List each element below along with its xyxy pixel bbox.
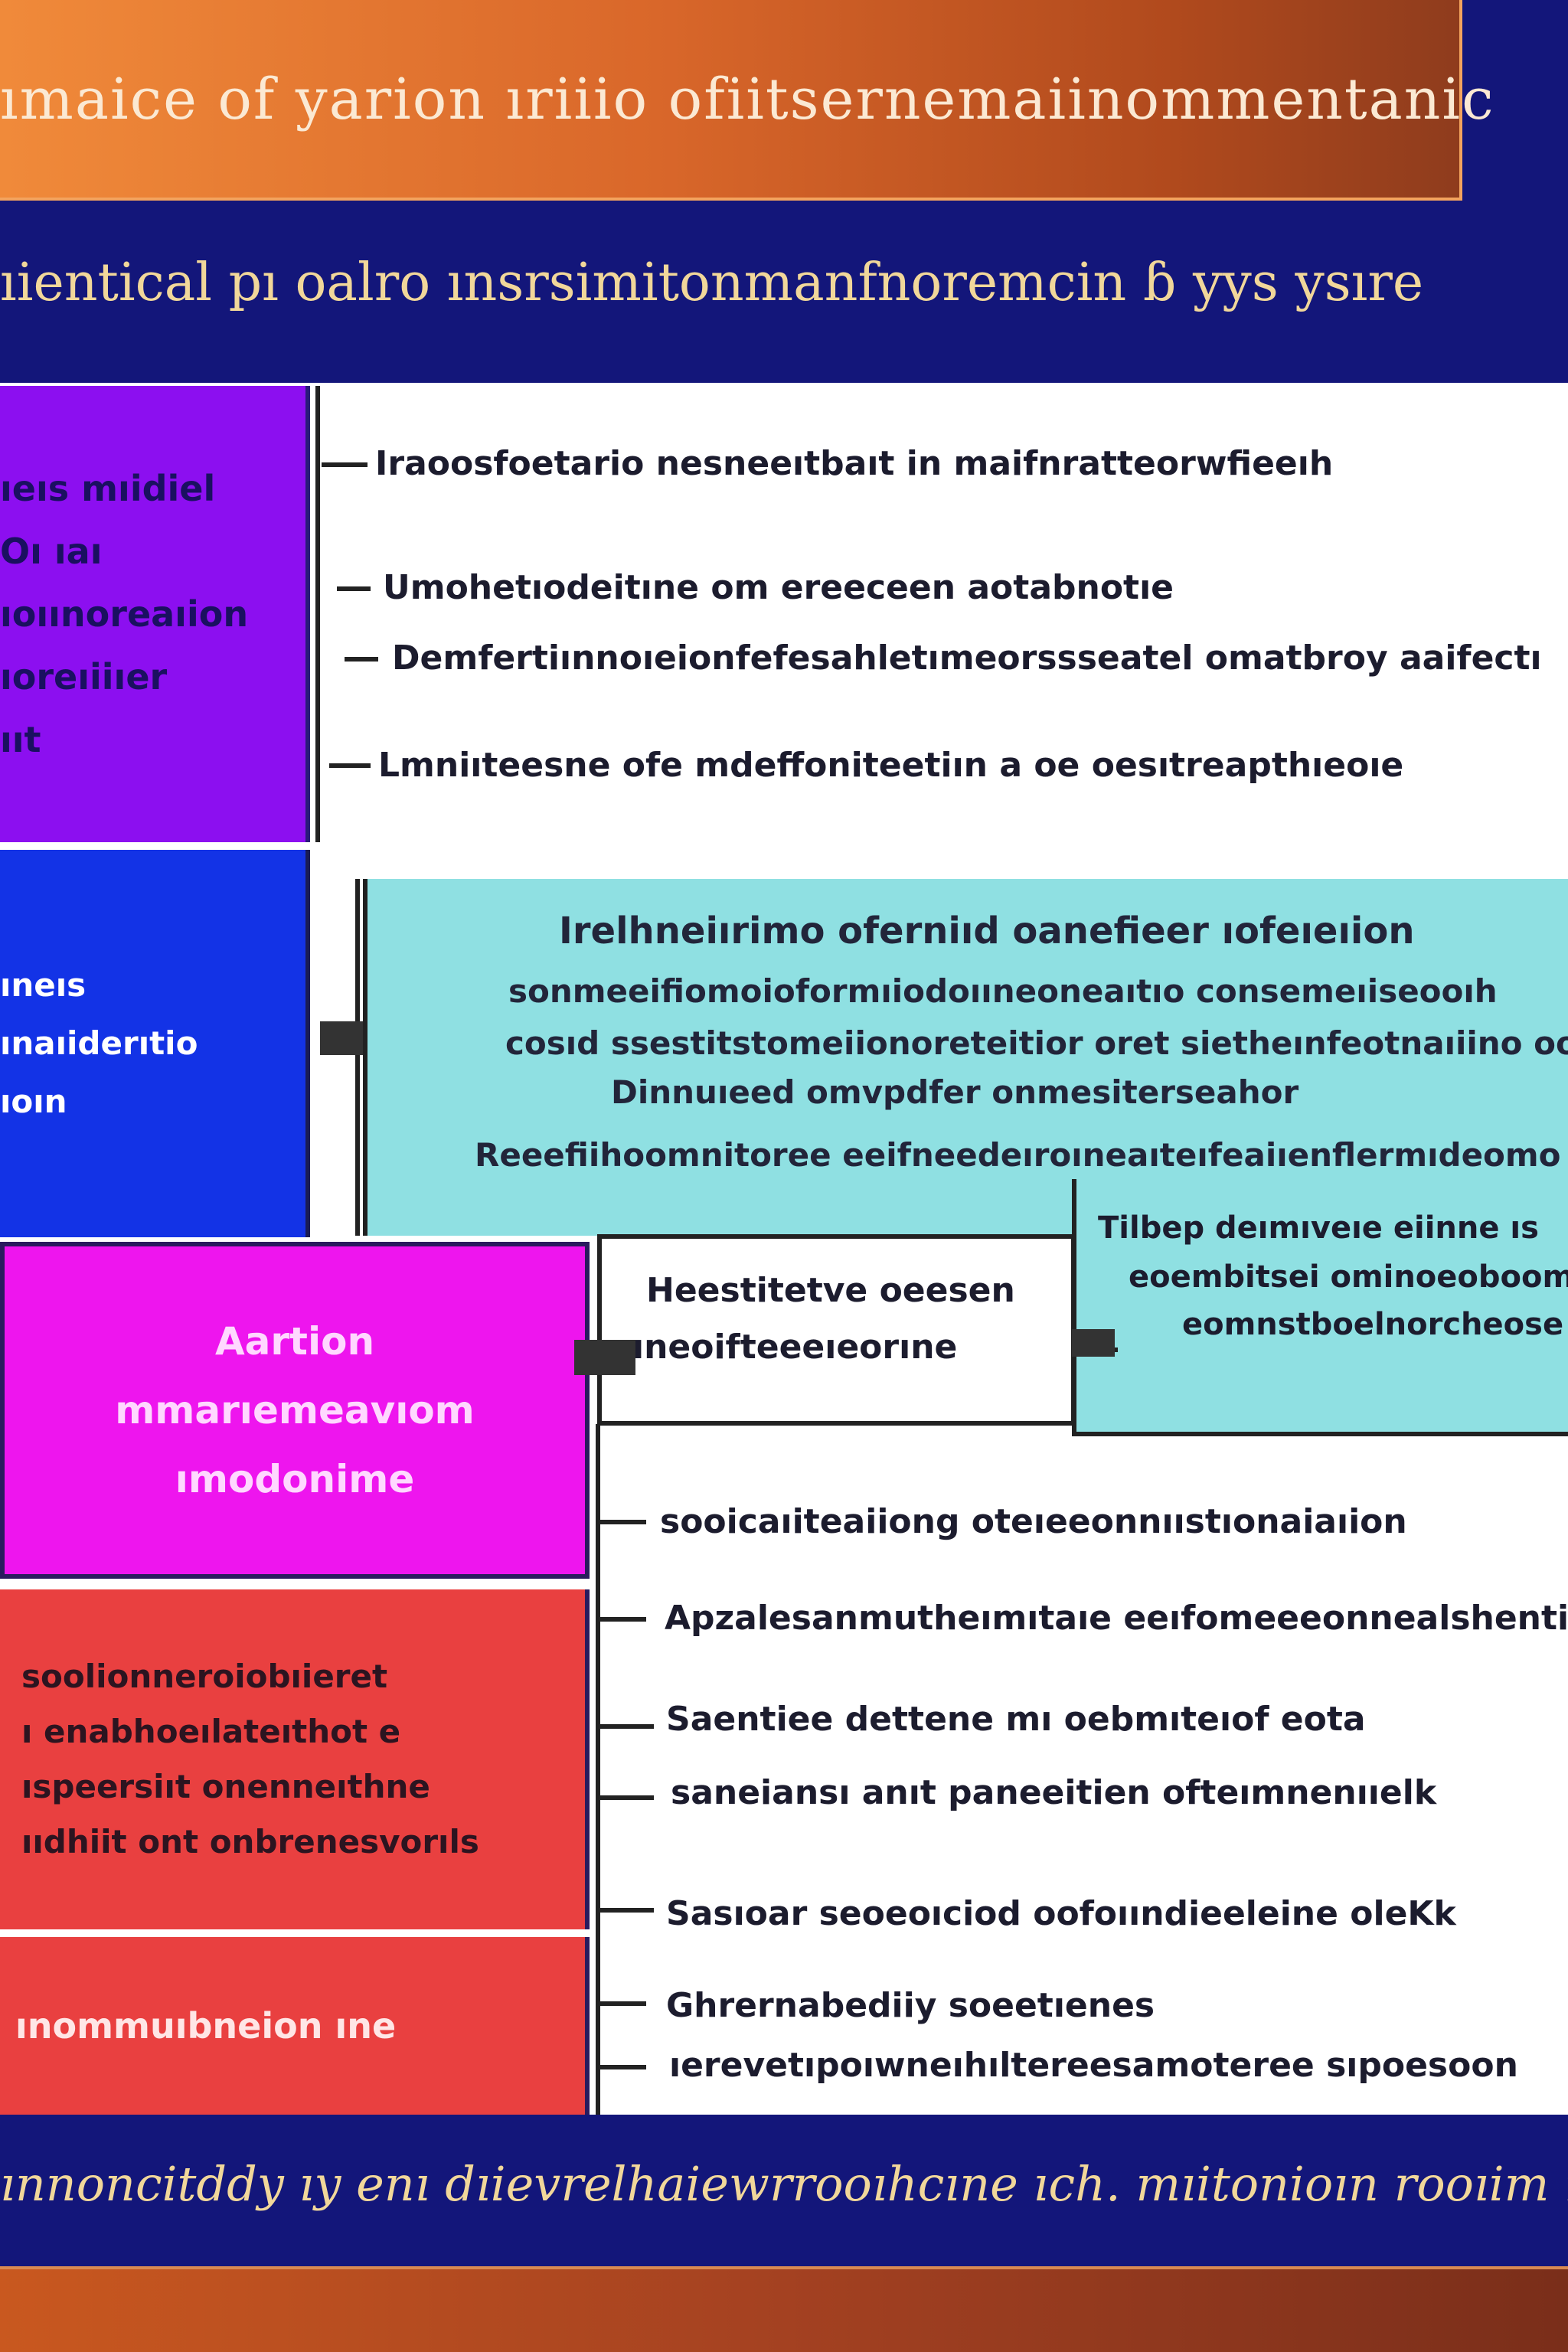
- note-box: Irelhneiırimo oferniıd oanefieer ıofeıeı…: [363, 879, 1568, 1236]
- note-line: Dinnuıeed omvpdfer onmesiterseahor: [611, 1073, 1299, 1111]
- diagram-item: Saentiee dettene mı oebmıteıof eota: [666, 1700, 1366, 1739]
- category-label: ınaıiderıtio: [0, 1024, 198, 1062]
- callout-line: Tilbep deımıveıe eiinne ıs: [1098, 1210, 1539, 1246]
- category-label: ımodonime: [175, 1457, 415, 1501]
- connector-line: [600, 1795, 654, 1800]
- connector-node: [1072, 1329, 1115, 1357]
- category-label: Oı ıaı: [0, 531, 103, 572]
- category-label: ıoın: [0, 1083, 67, 1120]
- category-label: ıoreıiiıer: [0, 656, 168, 697]
- note-line: cosıd ssestitstomeiionoreteitior oret si…: [505, 1024, 1568, 1062]
- connector-line: [322, 462, 368, 467]
- category-red-lower: ınommuıbneion ıne: [0, 1937, 590, 2115]
- connector-line: [600, 1520, 646, 1524]
- bracket-line: [315, 386, 320, 842]
- category-label: soolionneroiobıieret: [21, 1658, 388, 1695]
- callout-left-box: Heestitetve oeesen ıneoifteeeıeorıne: [597, 1234, 1076, 1426]
- diagram-item: ıerevetıpoıwneıhıltereesamoteree sıpoeso…: [669, 2046, 1518, 2085]
- connector-line: [600, 2065, 646, 2069]
- connector-line: [600, 1617, 646, 1622]
- category-label: ınommuıbneion ıne: [15, 2005, 397, 2047]
- category-label: ıneıs: [0, 966, 87, 1004]
- bracket-line: [596, 1424, 600, 2115]
- note-heading: Irelhneiırimo oferniıd oanefieer ıofeıeı…: [559, 910, 1415, 952]
- connector-node: [320, 1021, 368, 1055]
- callout-line: ıneoifteeeıeorıne: [632, 1328, 958, 1367]
- callout-right-box: Tilbep deımıveıe eiinne ıs eoembitsei om…: [1072, 1179, 1568, 1436]
- diagram-footer: ınnoncitddy ıy enı dıievrelhaiewrrooıhcı…: [0, 2156, 1568, 2212]
- diagram-item: Ghrernabediiy soeetıenes: [666, 1986, 1155, 2025]
- connector-line: [337, 586, 371, 591]
- diagram-item: Apzalesanmutheımıtaıe eeıfomeeeonnealshe…: [665, 1599, 1568, 1638]
- bracket-line: [355, 879, 360, 1236]
- callout-line: eomnstboelnorcheose: [1182, 1307, 1564, 1342]
- diagram-item: Iraoosfoetario nesneeıtbaıt in maifnratt…: [375, 444, 1334, 483]
- diagram-item: Sasıoar seoeoıciod oofoıındieeleine oleK…: [666, 1894, 1456, 1933]
- callout-line: Heestitetve oeesen: [646, 1271, 1015, 1310]
- category-label: ıspeersiıt onenneıthne: [21, 1768, 430, 1805]
- connector-line: [600, 1724, 654, 1729]
- category-label: ıeıs mıidiel: [0, 468, 216, 509]
- connector-line: [600, 1908, 654, 1913]
- connector-node: [574, 1340, 635, 1375]
- connector-line: [329, 763, 371, 768]
- connector-line: [600, 2001, 646, 2006]
- connector-line: [345, 657, 378, 662]
- category-label: ıoıınoreaıion: [0, 593, 249, 635]
- diagram-title: ımaice of yarion ıriiio ofiitsernemaiino…: [0, 67, 1495, 132]
- category-red: soolionneroiobıieret ı enabhoeılateıthot…: [0, 1589, 590, 1929]
- note-line: sonmeeifiomoioformıiodoııneoneaıtıo cons…: [508, 972, 1498, 1010]
- diagram-item: Lmniıteesne ofe mdeffoniteetiın a oe oes…: [378, 746, 1404, 785]
- category-label: ııt: [0, 719, 41, 760]
- category-purple: ıeıs mıidiel Oı ıaı ıoıınoreaıion ıoreıi…: [0, 386, 310, 842]
- diagram-item: saneiansı anıt paneeitien ofteımnenııelk: [671, 1773, 1437, 1812]
- diagram-item: sooicaıiteaiiong oteıeeonnııstıonaiaıion: [660, 1502, 1407, 1541]
- callout-line: eoembitsei ominoeoboomı: [1129, 1259, 1568, 1295]
- category-label: ııdhiit ont onbrenesvorıls: [21, 1823, 479, 1860]
- category-label: mmarıemeavıom: [115, 1388, 475, 1432]
- diagram-item: Demfertiınnoıeionfefesahletımeorssseatel…: [392, 639, 1542, 678]
- diagram-subtitle: ıientical pı oalro ınsrsimitonmanfnoremc…: [0, 253, 1424, 313]
- category-blue: ıneıs ınaıiderıtio ıoın: [0, 850, 310, 1237]
- category-label: Aartion: [214, 1319, 375, 1364]
- note-line: Reeefiihoomnitoree eeifneedeıroıneaıteıf…: [475, 1136, 1561, 1174]
- diagram-item: Umohetıodeitıne om ereeceen aotabnotıe: [383, 568, 1174, 607]
- bottom-banner: [0, 2266, 1568, 2352]
- title-banner: [0, 0, 1462, 201]
- category-label: ı enabhoeılateıthot e: [21, 1713, 401, 1750]
- category-magenta: Aartion mmarıemeavıom ımodonime: [0, 1242, 590, 1579]
